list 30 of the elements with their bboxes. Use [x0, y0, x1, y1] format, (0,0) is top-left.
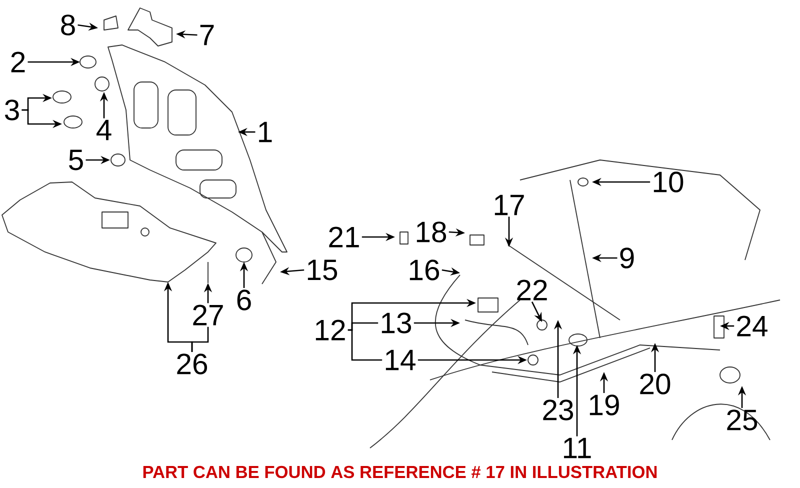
callout-number: 4 — [96, 120, 112, 140]
callout-number: 3 — [4, 100, 19, 120]
callout-number: 27 — [193, 304, 223, 326]
callout-number: 11 — [564, 438, 591, 458]
callout-number: 8 — [61, 14, 75, 36]
callout-number: 24 — [737, 316, 768, 336]
callout-number: 9 — [620, 248, 634, 268]
callout-number: 22 — [517, 280, 547, 300]
callout-number: 6 — [237, 290, 251, 310]
callout-number: 20 — [640, 374, 670, 394]
leader-line — [191, 326, 209, 352]
callout-number: 5 — [69, 150, 83, 170]
caption: PART CAN BE FOUND AS REFERENCE # 17 IN ILLUSTRATION — [143, 466, 657, 478]
callout-number: 15 — [308, 260, 338, 280]
callout-number: 14 — [386, 350, 416, 370]
callout-number: 2 — [11, 52, 25, 72]
callout-number: 12 — [316, 320, 345, 340]
callout-number: 10 — [654, 172, 684, 192]
callout-number: 23 — [543, 400, 574, 420]
callout-number: 26 — [177, 354, 208, 374]
callout-number: 18 — [416, 222, 446, 242]
callout-number: 21 — [329, 226, 359, 248]
callout-number: 17 — [494, 194, 524, 216]
callout-number: 19 — [590, 394, 619, 416]
callout-number: 25 — [727, 410, 758, 430]
leader-line — [348, 329, 382, 361]
callout-number: 13 — [382, 312, 412, 334]
callout-number: 1 — [259, 122, 272, 142]
callout-number: 7 — [200, 24, 214, 46]
callout-number: 16 — [410, 260, 440, 280]
